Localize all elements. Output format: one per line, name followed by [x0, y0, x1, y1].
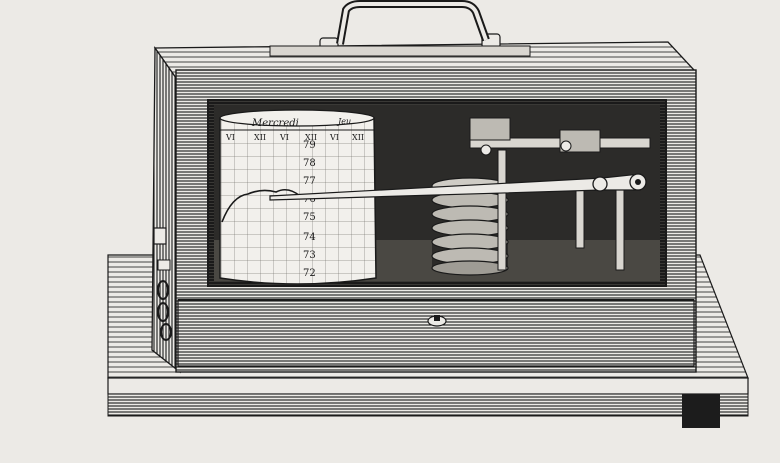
aneroid-capsules: [431, 177, 509, 276]
front-latch: [427, 315, 447, 327]
pen-linkage: [269, 117, 651, 271]
drum-hour-label: XII: [254, 133, 266, 142]
pressure-trace: [221, 188, 301, 223]
drum-hour-label: XII: [352, 133, 364, 142]
drum-hour-label: VI: [329, 133, 339, 142]
carry-handle: [269, 0, 531, 57]
drum-scale-label: 73: [303, 250, 316, 261]
drum-hour-label: XII: [305, 133, 317, 142]
drum-hour-label: VI: [279, 133, 289, 142]
drum-header-extra: Jeu: [336, 117, 351, 126]
drum-scale-label: 78: [303, 158, 316, 169]
drum-scale-label: 74: [303, 232, 316, 243]
drum-scale-label: 72: [303, 268, 316, 279]
recording-drum: Mercredi Jeu VI XII VI XII VI XII 79 78 …: [219, 109, 377, 285]
side-hook: [153, 227, 172, 341]
drum-scale-label: 75: [303, 212, 316, 223]
drum-header: Mercredi: [251, 118, 299, 129]
drum-scale-label: 79: [303, 140, 316, 151]
drum-scale-label: 77: [303, 176, 316, 187]
drum-scale-label: 76: [303, 194, 316, 205]
drum-hour-label: VI: [225, 133, 235, 142]
